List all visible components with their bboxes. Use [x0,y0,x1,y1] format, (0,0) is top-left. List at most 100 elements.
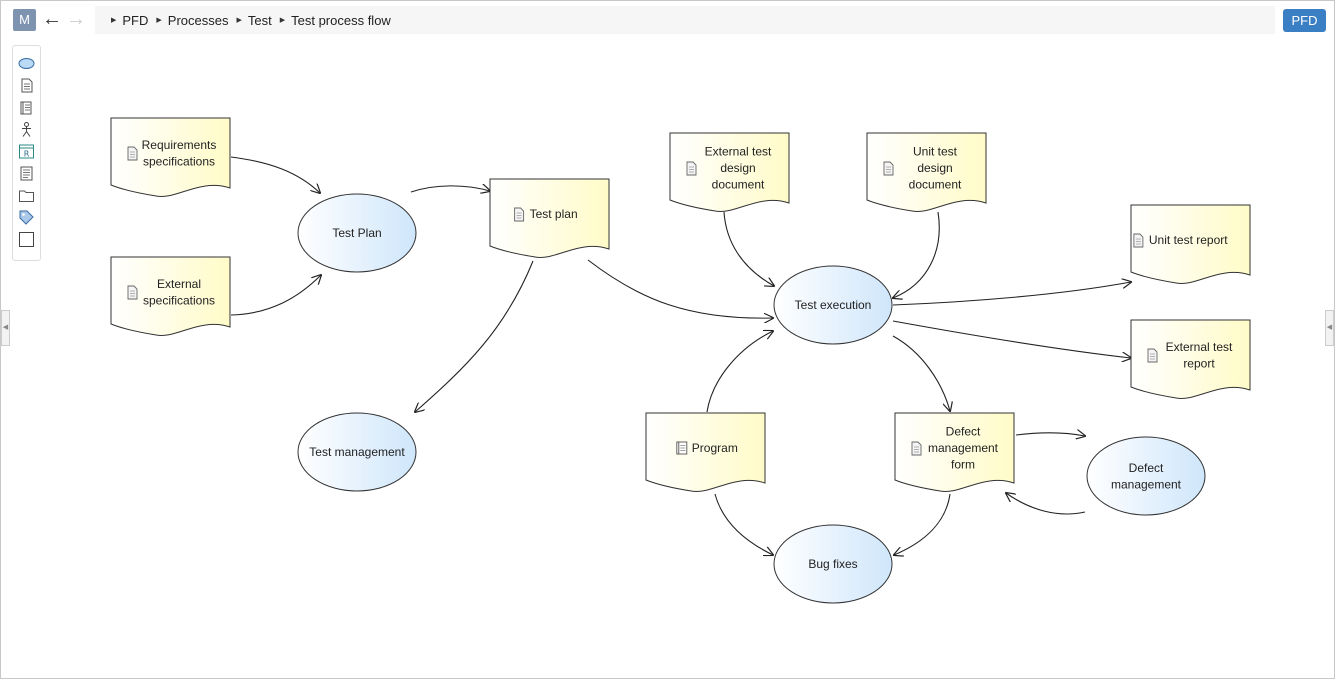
document-ext-test-report-label: External test [1166,340,1233,354]
document-shape [894,412,1015,492]
process-defect-management[interactable]: Defect management [1086,436,1206,516]
rectangle-icon[interactable] [18,231,35,248]
document-shape [645,412,766,492]
document-defect-form-label: Defect [946,425,981,439]
connector-program-to-bug-fixes[interactable] [714,493,773,555]
document-unit-test-design-label: design [917,161,952,175]
document-defect-form[interactable]: Defect management form [894,412,1015,492]
process-test-execution-label: Test execution [795,298,872,312]
connector-test-plan-doc-to-management[interactable] [415,260,534,412]
connector-execution-to-defect-form[interactable] [892,335,950,411]
back-arrow-icon[interactable]: ← [42,8,62,30]
document-shape [110,117,231,197]
document-icon [883,161,894,176]
breadcrumb-item-test[interactable]: ▶ Test [236,13,271,28]
document-external-specs-label: External [157,277,201,291]
process-test-management[interactable]: Test management [297,412,417,492]
caret-right-icon: ▶ [279,17,286,24]
breadcrumb-item-processes[interactable]: ▶ Processes [156,13,228,28]
connector-program-to-execution[interactable] [706,331,773,413]
breadcrumb: ▶ PFD ▶ Processes ▶ Test ▶Test process flow [95,6,1275,34]
document-test-plan-doc[interactable]: Test plan [489,178,610,258]
menu-button[interactable]: M [13,9,36,31]
connector-unit-design-to-execution[interactable] [893,211,940,298]
connector-defect-form-to-bug-fixes[interactable] [894,493,951,555]
document-shape [669,132,790,212]
breadcrumb-label: Processes [167,12,229,28]
tool-palette: R [12,45,41,261]
document-defect-form-label: management [928,441,999,455]
forward-arrow-icon[interactable]: → [66,8,86,30]
connector-external-specs-to-test-plan[interactable] [230,275,321,316]
document-defect-form-label: form [951,458,975,472]
svg-text:R: R [24,150,30,159]
process-ellipse-icon[interactable] [18,55,35,72]
process-ellipse-shape [297,412,417,492]
document-ext-test-design-label: design [720,161,755,175]
note-icon[interactable] [18,165,35,182]
process-ellipse-shape [773,524,893,604]
breadcrumb-item-test-process-flow[interactable]: ▶Test process flow [280,13,391,28]
connector-requirements-to-test-plan[interactable] [230,156,320,193]
multi-document-icon[interactable] [18,99,35,116]
actor-icon[interactable] [18,121,35,138]
tag-icon[interactable] [18,209,35,226]
breadcrumb-item-pfd[interactable]: ▶ PFD [111,13,148,28]
process-ellipse-shape [297,193,417,273]
breadcrumb-label: Test [247,12,272,28]
document-requirements-specs-label: specifications [143,154,215,168]
process-test-management-label: Test management [309,445,405,459]
connector-execution-to-unit-report[interactable] [892,282,1131,306]
document-requirements-specs[interactable]: Requirements specifications [110,117,231,197]
top-bar: M ← → ▶ PFD ▶ Processes ▶ Test ▶Test proces… [0,0,1335,40]
process-bug-fixes-label: Bug fixes [808,557,857,571]
document-test-plan-doc-label: Test plan [530,207,578,221]
document-requirements-specs-label: Requirements [142,138,217,152]
connector-execution-to-ext-report[interactable] [892,320,1131,358]
multi-document-icon [676,441,688,455]
folder-icon[interactable] [18,187,35,204]
connector-ext-design-to-execution[interactable] [723,211,774,286]
right-panel-toggle[interactable]: ◀ [1325,310,1334,346]
document-icon[interactable] [18,77,35,94]
document-icon [911,441,922,456]
document-shape [1130,204,1251,284]
process-bug-fixes[interactable]: Bug fixes [773,524,893,604]
document-icon [1133,233,1144,248]
document-unit-test-design-label: document [909,178,962,192]
document-ext-test-report-label: report [1183,356,1215,370]
connector-defect-form-to-defect-management[interactable] [1015,433,1085,436]
left-panel-toggle[interactable]: ◀ [1,310,10,346]
process-test-execution[interactable]: Test execution [773,265,893,345]
document-icon [127,285,138,300]
requirement-icon[interactable]: R [18,143,35,160]
document-icon [1147,348,1158,363]
caret-right-icon: ▶ [236,17,242,24]
connectors [230,156,1131,555]
document-unit-test-report[interactable]: Unit test report [1130,204,1251,284]
document-icon [127,146,138,161]
document-shape [1130,319,1251,399]
document-shape [110,256,231,336]
document-icon [686,161,697,176]
document-program-label: Program [692,441,738,455]
connector-test-plan-doc-to-execution[interactable] [587,259,773,318]
caret-right-icon: ▶ [156,17,162,24]
document-program[interactable]: Program [645,412,766,492]
connector-defect-management-to-defect-form[interactable] [1006,493,1086,515]
document-shape [489,178,610,258]
document-ext-test-report[interactable]: External test report [1130,319,1251,399]
document-ext-test-design-label: External test [705,145,772,159]
breadcrumb-label: PFD [122,12,149,28]
caret-right-icon: ▶ [111,17,117,24]
process-test-plan-process[interactable]: Test Plan [297,193,417,273]
connector-test-plan-process-to-document[interactable] [410,186,490,192]
pfd-mode-button[interactable]: PFD [1283,9,1326,32]
process-ellipse-shape [773,265,893,345]
document-icon [514,207,525,222]
process-defect-management-label: management [1111,477,1182,491]
process-defect-management-label: Defect [1129,461,1164,475]
